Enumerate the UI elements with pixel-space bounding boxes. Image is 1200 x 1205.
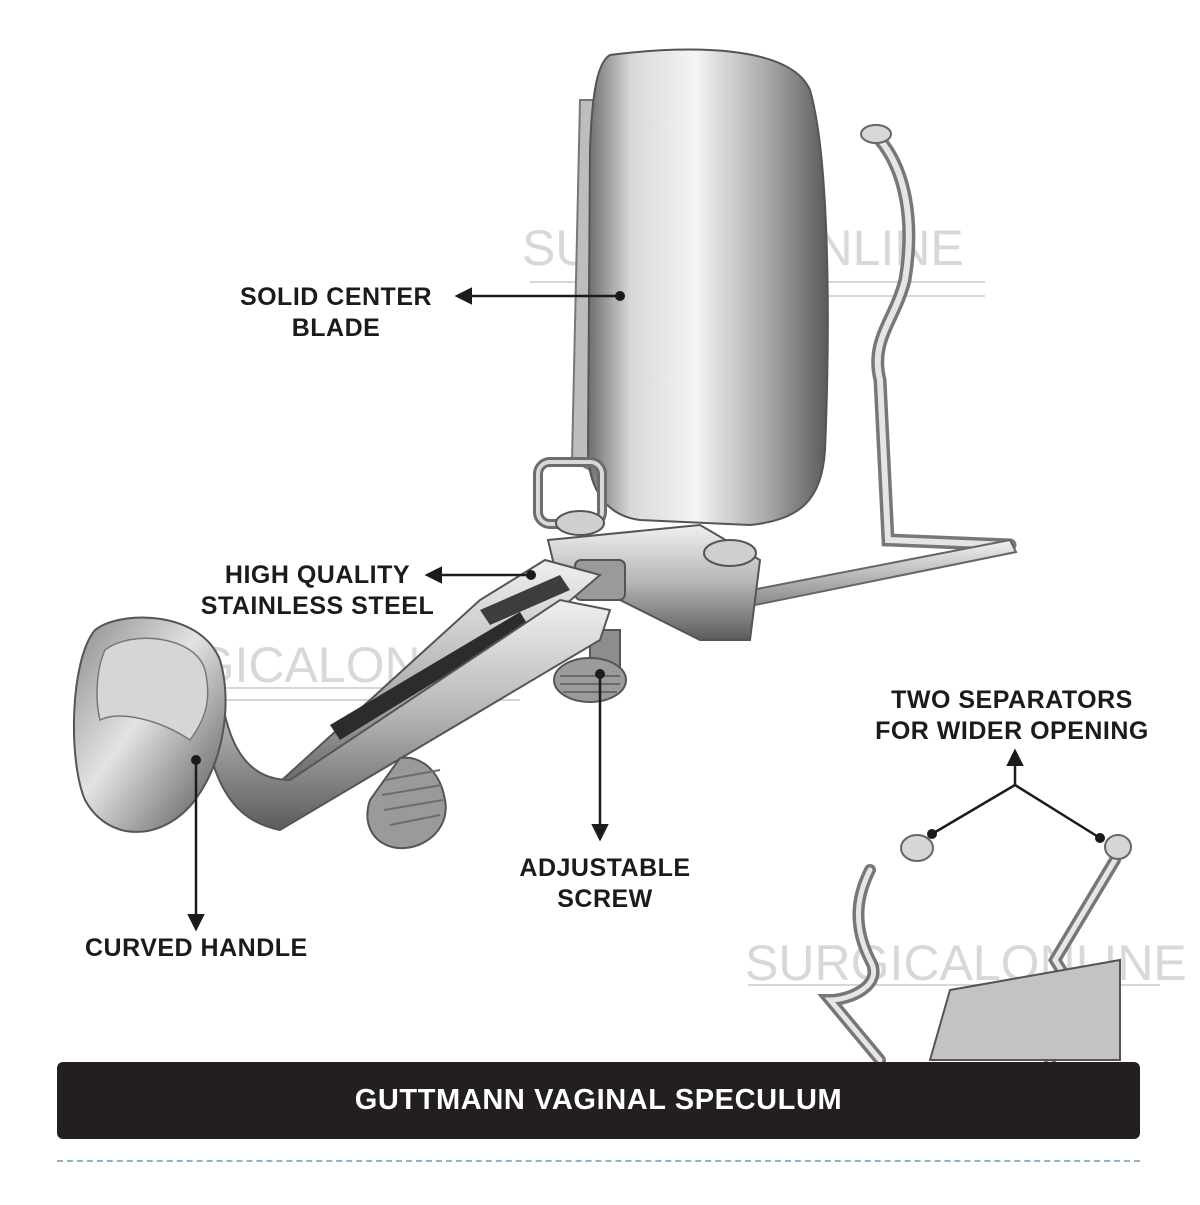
separators-inset (817, 834, 1132, 1066)
callout-handle (187, 755, 205, 932)
handle-cup (72, 616, 227, 833)
handle-arm (198, 558, 612, 850)
label-line: CURVED HANDLE (85, 934, 308, 962)
center-blade (570, 48, 829, 527)
pivot-joint (533, 457, 762, 641)
callout-screw (591, 669, 609, 842)
label-line: HIGH QUALITY (224, 561, 411, 589)
label-line: TWO SEPARATORS (891, 686, 1133, 714)
label-solid-center-blade: SOLID CENTER BLADE (230, 282, 442, 344)
label-curved-handle: CURVED HANDLE (85, 933, 308, 964)
label-line: BLADE (291, 314, 381, 342)
separator-wire (860, 124, 1017, 552)
label-line: SCREW (557, 885, 653, 913)
label-adjustable-screw: ADJUSTABLE SCREW (500, 853, 710, 915)
label-stainless-steel: HIGH QUALITY STAINLESS STEEL (190, 560, 445, 622)
dashed-divider (57, 1160, 1140, 1162)
title-banner: GUTTMANN VAGINAL SPECULUM (57, 1062, 1140, 1139)
callout-separators (927, 748, 1105, 843)
callout-steel (424, 566, 536, 584)
label-line: FOR WIDER OPENING (875, 717, 1149, 745)
label-line: SOLID CENTER (239, 283, 433, 311)
callout-blade (454, 287, 625, 305)
label-line: ADJUSTABLE (519, 854, 691, 882)
product-title: GUTTMANN VAGINAL SPECULUM (354, 1084, 843, 1116)
label-line: STAINLESS STEEL (200, 592, 435, 620)
label-two-separators: TWO SEPARATORS FOR WIDER OPENING (862, 685, 1162, 747)
